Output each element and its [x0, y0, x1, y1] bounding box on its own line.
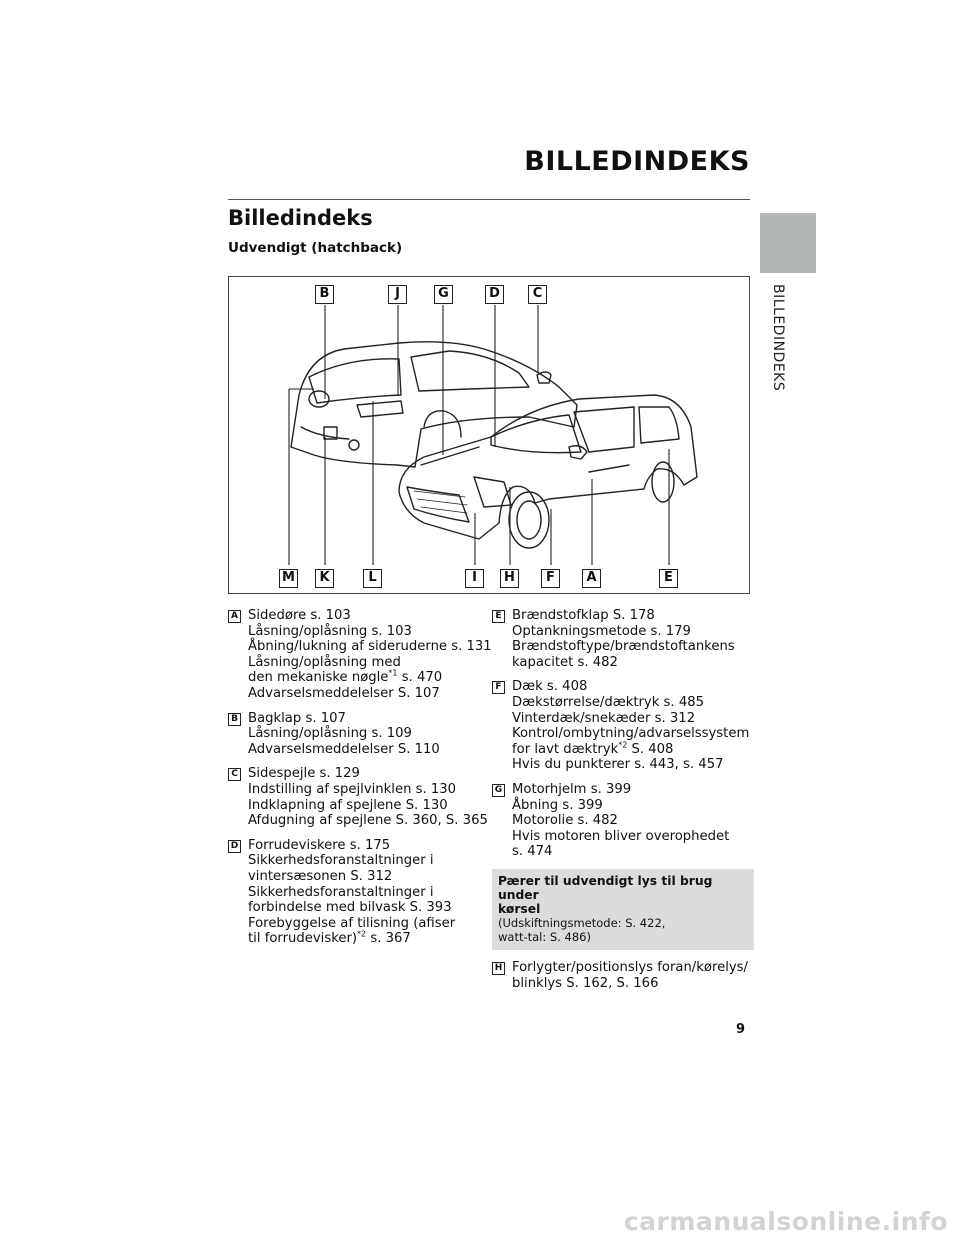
entry-line[interactable]: Indstilling af spejlvinklen s. 130	[248, 781, 457, 797]
entry-line-page: s. 367	[366, 931, 411, 947]
entry-line[interactable]: Åbning s. 399	[512, 797, 603, 813]
index-entry-b: B Bagklap s. 107 Låsning/oplåsning s. 10…	[228, 711, 480, 758]
entry-line[interactable]: Advarselsmeddelelser S. 107	[248, 685, 440, 701]
entry-line-page: s. 470	[397, 670, 443, 686]
index-entry-c: C Sidespejle s. 129 Indstilling af spejl…	[228, 766, 488, 829]
index-column-left: A Sidedøre s. 103 Låsning/oplåsning s. 1…	[228, 608, 492, 956]
callout-b: B	[315, 285, 334, 304]
bulb-note-box: Pærer til udvendigt lys til brug under k…	[492, 868, 754, 950]
callout-c: C	[528, 285, 547, 304]
entry-badge-b: B	[228, 712, 241, 726]
section-title: Billedindeks	[228, 206, 373, 230]
footnote-marker: *2	[357, 929, 367, 939]
car-illustration	[288, 305, 698, 565]
entry-line[interactable]: Åbning/lukning af sideruderne s. 131	[248, 639, 492, 655]
entry-line[interactable]: Kontrol/ombytning/advarselssystem	[512, 726, 750, 742]
callout-a: A	[582, 569, 601, 588]
entry-line-text: den mekaniske nøgle	[248, 670, 389, 686]
entry-line[interactable]: Låsning/oplåsning med	[248, 654, 401, 670]
entry-line[interactable]: Sikkerhedsforanstaltninger i	[248, 853, 434, 869]
entry-line[interactable]: Hvis motoren bliver overophedet	[512, 828, 730, 844]
footnote-marker: *2	[618, 740, 628, 750]
entry-line[interactable]: Dækstørrelse/dæktryk s. 485	[512, 694, 704, 710]
entry-line[interactable]: Brændstofklap S. 178	[512, 608, 655, 623]
entry-line[interactable]: Optankningsmetode s. 179	[512, 623, 691, 639]
entry-line[interactable]: Forrudeviskere s. 175	[248, 837, 391, 853]
entry-line-page: S. 408	[627, 741, 674, 757]
car-exterior-figure: B J G D C M K L I H F A E	[228, 276, 750, 594]
entry-line[interactable]: for lavt dæktryk*2 S. 408	[512, 740, 754, 758]
note-detail-line[interactable]: (Udskiftningsmetode: S. 422,	[498, 915, 666, 930]
callout-j: J	[388, 285, 407, 304]
entry-line[interactable]: Sikkerhedsforanstaltninger i	[248, 884, 434, 900]
note-title-line: Pærer til udvendigt lys til brug under	[498, 873, 713, 902]
entry-badge-c: C	[228, 768, 241, 782]
chapter-side-label: BILLEDINDEKS	[770, 284, 786, 392]
index-column-right: E Brændstofklap S. 178 Optankningsmetode…	[492, 608, 754, 1000]
header-rule	[228, 199, 750, 200]
entry-line[interactable]: Motorhjelm s. 399	[512, 781, 632, 797]
watermark: carmanualsonline.info	[623, 1207, 948, 1236]
entry-line[interactable]: Brændstoftype/brændstoftankens	[512, 639, 735, 655]
entry-badge-e: E	[492, 610, 505, 623]
entry-badge-d: D	[228, 839, 241, 853]
rear-car-body	[290, 341, 578, 468]
index-entry-h: H Forlygter/positionslys foran/kørelys/ …	[492, 960, 754, 991]
callout-f: F	[541, 569, 560, 588]
entry-line[interactable]: Forebyggelse af tilisning (afiser	[248, 915, 456, 931]
callout-g: G	[434, 285, 453, 304]
entry-line[interactable]: Låsning/oplåsning s. 109	[248, 726, 412, 742]
footnote-marker: *1	[388, 668, 398, 678]
entry-line[interactable]: Forlygter/positionslys foran/kørelys/	[512, 959, 748, 975]
entry-line[interactable]: vintersæsonen S. 312	[248, 868, 393, 884]
subsection-title: Udvendigt (hatchback)	[228, 240, 403, 256]
note-title-line: kørsel	[498, 901, 541, 916]
entry-line[interactable]: Sidespejle s. 129	[248, 766, 360, 782]
entry-line[interactable]: Bagklap s. 107	[248, 710, 346, 726]
callout-i: I	[465, 569, 484, 588]
entry-line-text: til forrudevisker)	[248, 931, 358, 947]
entry-line[interactable]: Motorolie s. 482	[512, 813, 618, 829]
entry-badge-h: H	[492, 961, 505, 975]
callout-m: M	[279, 569, 298, 588]
entry-line[interactable]: s. 474	[512, 844, 553, 860]
entry-line-text: for lavt dæktryk	[512, 741, 619, 757]
callout-h: H	[500, 569, 519, 588]
chapter-side-tab[interactable]	[760, 213, 816, 273]
index-entry-f: F Dæk s. 408 Dækstørrelse/dæktryk s. 485…	[492, 679, 754, 773]
entry-line[interactable]: Sidedøre s. 103	[248, 608, 351, 623]
entry-line[interactable]: den mekaniske nøgle*1 s. 470	[248, 668, 480, 686]
entry-line[interactable]: kapacitet s. 482	[512, 654, 618, 670]
entry-line[interactable]: Advarselsmeddelelser S. 110	[248, 741, 440, 757]
entry-line[interactable]: forbindelse med bilvask S. 393	[248, 900, 452, 916]
page-number: 9	[736, 1022, 746, 1037]
front-car-body	[398, 394, 698, 540]
chapter-header: BILLEDINDEKS	[524, 146, 750, 177]
entry-line[interactable]: Indklapning af spejlene S. 130	[248, 797, 448, 813]
entry-line[interactable]: Låsning/oplåsning s. 103	[248, 623, 412, 639]
callout-l: L	[363, 569, 382, 588]
entry-line[interactable]: Afdugning af spejlene S. 360, S. 365	[248, 813, 488, 829]
callout-e: E	[659, 569, 678, 588]
entry-line[interactable]: Hvis du punkterer s. 443, s. 457	[512, 757, 724, 773]
index-entry-d: D Forrudeviskere s. 175 Sikkerhedsforans…	[228, 838, 480, 947]
entry-line[interactable]: til forrudevisker)*2 s. 367	[248, 929, 480, 947]
callout-d: D	[485, 285, 504, 304]
index-entry-e: E Brændstofklap S. 178 Optankningsmetode…	[492, 608, 754, 670]
index-entry-a: A Sidedøre s. 103 Låsning/oplåsning s. 1…	[228, 608, 492, 702]
note-detail-line[interactable]: watt-tal: S. 486)	[498, 929, 591, 944]
index-entry-g: G Motorhjelm s. 399 Åbning s. 399 Motoro…	[492, 782, 754, 860]
callout-k: K	[315, 569, 334, 588]
entry-line[interactable]: Vinterdæk/snekæder s. 312	[512, 710, 696, 726]
entry-badge-f: F	[492, 681, 505, 695]
entry-badge-a: A	[228, 610, 241, 623]
entry-badge-g: G	[492, 783, 505, 797]
entry-line[interactable]: Dæk s. 408	[512, 679, 588, 695]
entry-line[interactable]: blinklys S. 162, S. 166	[512, 975, 659, 991]
